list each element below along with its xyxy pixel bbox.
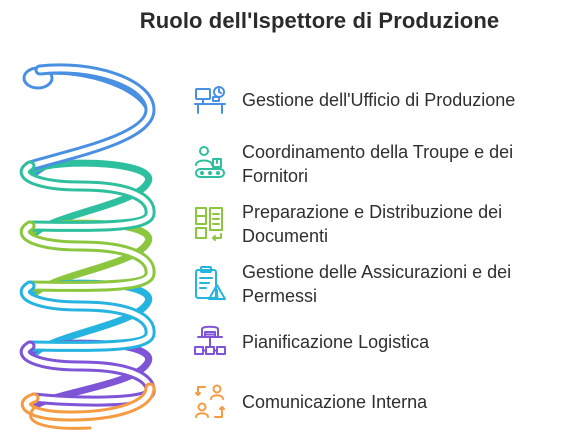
helix-spiral [19, 63, 156, 430]
item-label: Preparazione e Distribuzione dei Documen… [242, 202, 503, 246]
page-title: Ruolo dell'Ispettore di Produzione [139, 8, 500, 33]
item-label: Pianificazione Logistica [242, 332, 430, 352]
people-exchange-icon [192, 382, 228, 422]
crew-conveyor-icon [192, 144, 228, 184]
list-item: Pianificazione Logistica [192, 322, 562, 362]
helix-front-3 [19, 220, 156, 292]
warehouse-network-icon [192, 322, 228, 362]
list-item: Comunicazione Interna [192, 382, 562, 422]
list-item: Gestione dell'Ufficio di Produzione [192, 80, 562, 120]
list-item: Gestione delle Assicurazioni e dei Perme… [192, 260, 562, 308]
item-label: Gestione dell'Ufficio di Produzione [242, 90, 516, 110]
helix-front-2 [19, 160, 156, 232]
item-label: Gestione delle Assicurazioni e dei Perme… [242, 262, 512, 306]
item-label: Comunicazione Interna [242, 392, 428, 412]
list-item: Preparazione e Distribuzione dei Documen… [192, 200, 562, 248]
clipboard-warning-icon [192, 264, 228, 304]
office-desk-icon [192, 80, 228, 120]
helix-tail [29, 406, 92, 430]
documents-icon [192, 204, 228, 244]
item-label: Coordinamento della Troupe e dei Fornito… [242, 142, 514, 186]
list-item: Coordinamento della Troupe e dei Fornito… [192, 140, 562, 188]
helix-front-4 [19, 280, 156, 352]
